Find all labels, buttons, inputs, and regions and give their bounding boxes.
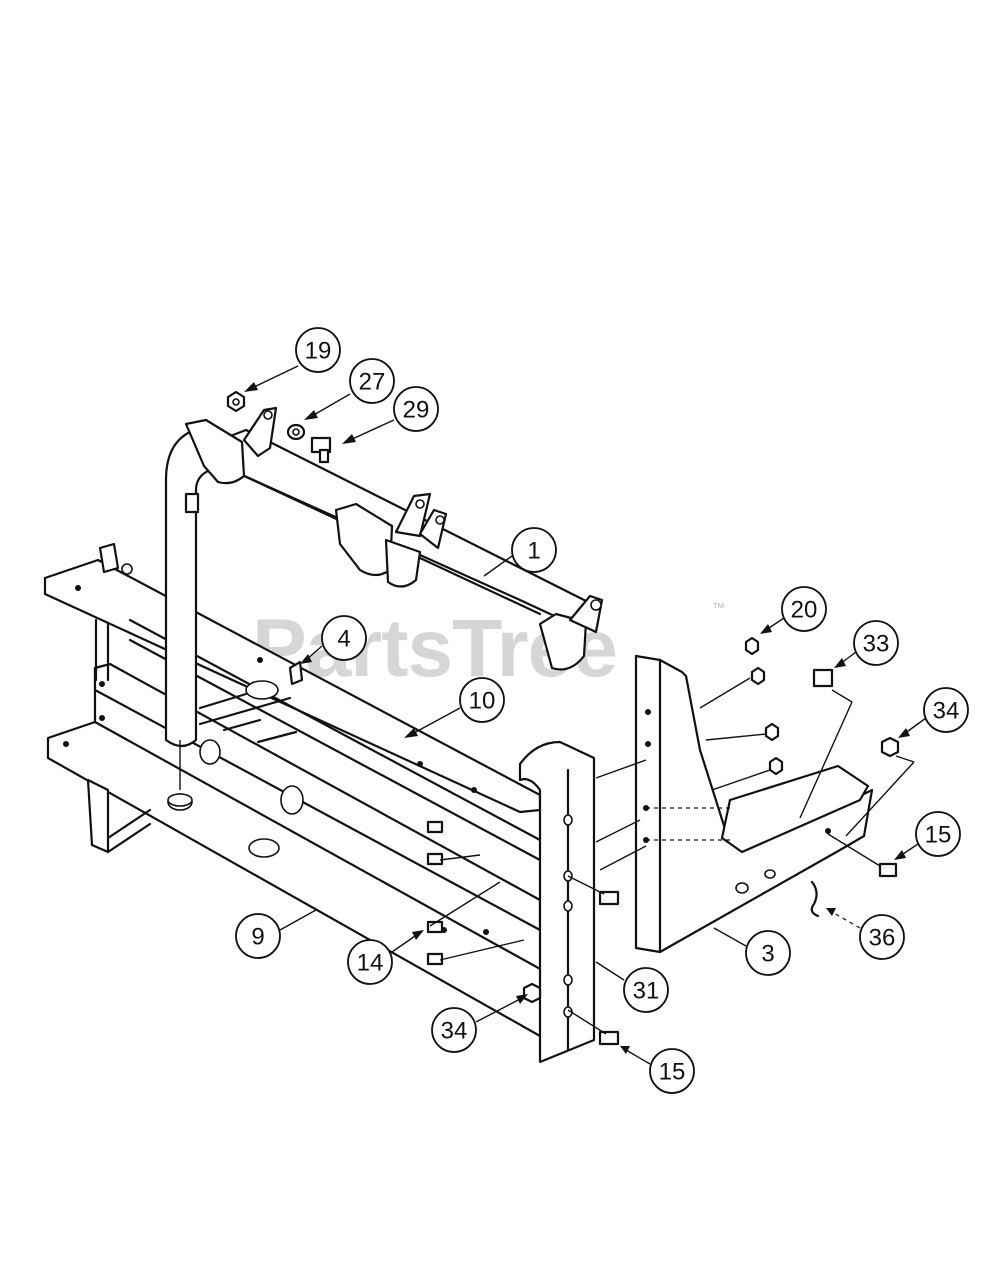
callout-label: 10 <box>469 688 496 715</box>
callout-label: 36 <box>869 925 896 952</box>
callouts: 19 27 29 1 20 <box>235 327 969 1094</box>
callout-label: 4 <box>337 626 350 653</box>
callout-3[interactable]: 3 <box>713 927 791 976</box>
watermark-tm: ™ <box>712 600 725 615</box>
callout-20[interactable]: 20 <box>760 586 827 634</box>
callout-34-right[interactable]: 34 <box>898 687 969 738</box>
callout-1[interactable]: 1 <box>483 527 557 577</box>
callout-label: 15 <box>659 1059 686 1086</box>
callout-label: 31 <box>633 978 660 1005</box>
callout-label: 1 <box>527 538 540 565</box>
hardware-bolts <box>426 636 915 1046</box>
callout-10[interactable]: 10 <box>404 677 505 738</box>
callout-label: 34 <box>441 1018 468 1045</box>
callout-label: 14 <box>357 950 384 977</box>
callout-9[interactable]: 9 <box>235 909 317 959</box>
callout-14[interactable]: 14 <box>347 930 424 985</box>
callout-label: 3 <box>761 941 774 968</box>
callout-label: 20 <box>791 597 818 624</box>
callout-label: 19 <box>305 338 332 365</box>
callout-15-bottom[interactable]: 15 <box>620 1046 695 1094</box>
callout-31[interactable]: 31 <box>595 961 669 1013</box>
callout-19[interactable]: 19 <box>244 327 341 392</box>
part-3-right-bracket <box>634 654 874 954</box>
callout-29[interactable]: 29 <box>342 386 439 444</box>
callout-label: 15 <box>925 822 952 849</box>
callout-label: 34 <box>933 698 960 725</box>
callout-15-right[interactable]: 15 <box>894 811 961 860</box>
part-4-tab <box>288 660 304 686</box>
part-1-tube-assembly <box>164 406 604 807</box>
callout-label: 29 <box>403 397 430 424</box>
hardware-top <box>226 390 332 464</box>
callout-label: 9 <box>251 924 264 951</box>
callout-33[interactable]: 33 <box>834 620 899 668</box>
callout-34-bottom[interactable]: 34 <box>431 994 528 1053</box>
callout-36[interactable]: 36 <box>826 908 905 960</box>
callout-4[interactable]: 4 <box>300 615 367 664</box>
callout-label: 33 <box>863 631 890 658</box>
callout-27[interactable]: 27 <box>304 358 395 420</box>
part-31-vertical-bracket <box>518 740 596 1064</box>
callout-label: 27 <box>359 369 386 396</box>
